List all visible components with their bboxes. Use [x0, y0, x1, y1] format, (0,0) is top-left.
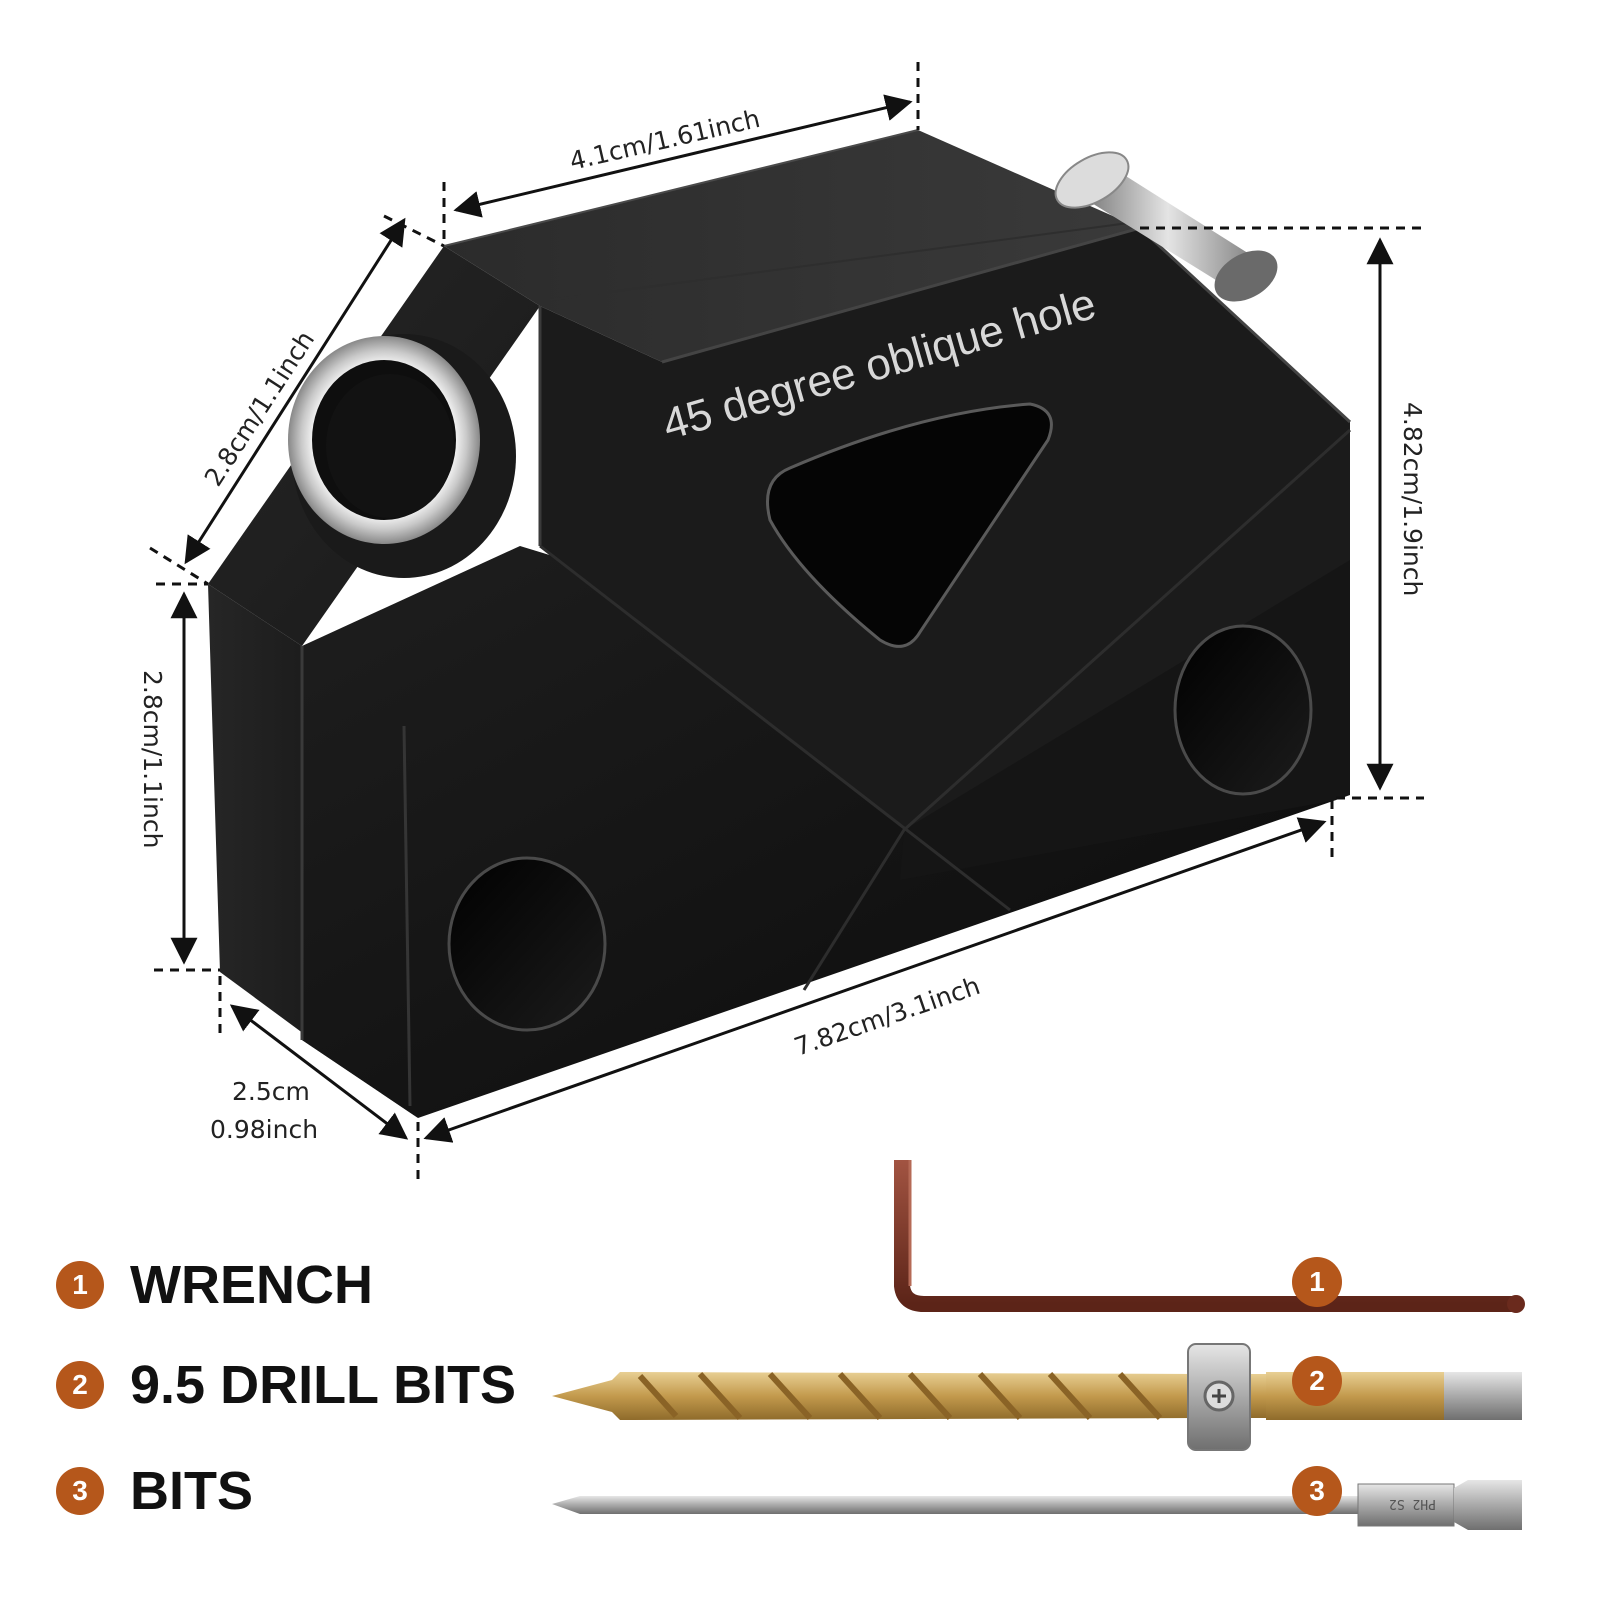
jig-side-face	[208, 584, 418, 1118]
jig-top-face	[444, 130, 1140, 362]
hex-wrench-icon	[894, 1160, 1525, 1313]
dim-label-thickness-inch: 0.98inch	[210, 1115, 318, 1144]
dim-arrow-top-length	[453, 94, 913, 218]
dim-arrow-bottom-length	[423, 817, 1327, 1143]
legend-label-bits: BITS	[130, 1461, 254, 1521]
legend-item-wrench: 1 WRENCH	[56, 1250, 576, 1320]
dim-label-left-height: 2.8cm/1.1inch	[138, 670, 167, 848]
legend-item-bits: 3 BITS	[56, 1456, 576, 1526]
dim-label-thickness-cm: 2.5cm	[232, 1077, 310, 1106]
legend-item-drill-bits: 2 9.5 DRILL BITS	[56, 1350, 576, 1420]
legend-label-drill-bits: 9.5 DRILL BITS	[130, 1355, 517, 1415]
dim-label-bottom-length: 7.82cm/3.1inch	[791, 971, 984, 1062]
drill-bit-badge: 2	[1292, 1356, 1342, 1406]
wrench-badge: 1	[1292, 1257, 1342, 1307]
legend-badge-3: 3	[56, 1467, 104, 1515]
step-drill-bit-icon	[552, 1343, 1522, 1451]
front-hole-right	[1173, 624, 1313, 796]
oblique-hole-window	[766, 402, 1053, 648]
legend-label-wrench: WRENCH	[130, 1255, 373, 1315]
screwdriver-bit-badge: 3	[1292, 1466, 1342, 1516]
dim-arrow-top-depth	[184, 217, 406, 565]
dim-label-total-height: 4.82cm/1.9inch	[1398, 402, 1427, 596]
pocket-hole-jig: 45 degree oblique hole	[208, 129, 1352, 1118]
rear-guide-bushing	[1054, 151, 1278, 302]
front-hole-left	[447, 856, 607, 1032]
dim-arrow-thickness	[229, 1004, 409, 1140]
screwdriver-bit-icon: PH2 S2	[552, 1480, 1522, 1530]
svg-text:PH2 S2: PH2 S2	[1389, 1496, 1436, 1511]
dimension-annotations	[149, 62, 1424, 1186]
legend-badge-2: 2	[56, 1361, 104, 1409]
dim-label-top-length: 4.1cm/1.61inch	[567, 104, 763, 176]
legend-badge-1: 1	[56, 1261, 104, 1309]
